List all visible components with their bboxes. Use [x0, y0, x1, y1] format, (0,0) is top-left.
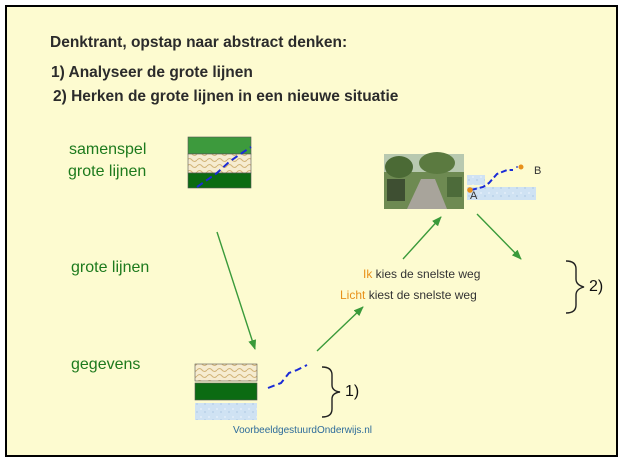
- statement-rest-1: kies de snelste weg: [372, 267, 481, 281]
- mini-map: [467, 164, 536, 200]
- brace-two-label: 2): [589, 278, 604, 295]
- label-grote-lijnen: grote lijnen: [71, 259, 150, 276]
- brace-one-label: 1): [345, 383, 360, 400]
- arrow-up-to-photo: [402, 216, 442, 260]
- photo-thumbnail: [384, 152, 464, 209]
- gegevens-path: [267, 364, 308, 389]
- arrow-down-to-statement: [476, 213, 522, 260]
- statement-word-ik: Ik: [363, 267, 373, 281]
- gegevens-blocks: [194, 363, 258, 420]
- map-label-b: B: [534, 165, 542, 177]
- point-a-marker: [467, 187, 473, 193]
- brace-two: [565, 260, 585, 314]
- arrow-down: [216, 231, 257, 350]
- slide-title: Denktrant, opstap naar abstract denken:: [50, 34, 348, 51]
- step-one: 1) Analyseer de grote lijnen: [51, 64, 253, 81]
- statement-word-licht: Licht: [340, 288, 366, 302]
- arrow-up-to-statement: [316, 306, 364, 352]
- samenspel-block: [187, 136, 252, 189]
- footer-link[interactable]: VoorbeeldgestuurdOnderwijs.nl: [233, 425, 372, 436]
- map-label-a: A: [470, 190, 478, 202]
- brace-one: [321, 366, 341, 418]
- step-two: 2) Herken de grote lijnen in een nieuwe …: [53, 88, 399, 105]
- point-b-marker: [518, 164, 524, 170]
- label-samenspel: samenspel: [69, 141, 147, 158]
- label-grote-lijnen-composite: grote lijnen: [68, 163, 147, 180]
- statement-line-1: Ik kies de snelste weg: [363, 267, 480, 281]
- statement-rest-2: kiest de snelste weg: [365, 288, 477, 302]
- slide: Denktrant, opstap naar abstract denken: …: [5, 5, 618, 457]
- diagram-graphics: [187, 136, 585, 420]
- statement-line-2: Licht kiest de snelste weg: [340, 288, 477, 302]
- label-gegevens: gegevens: [71, 356, 141, 373]
